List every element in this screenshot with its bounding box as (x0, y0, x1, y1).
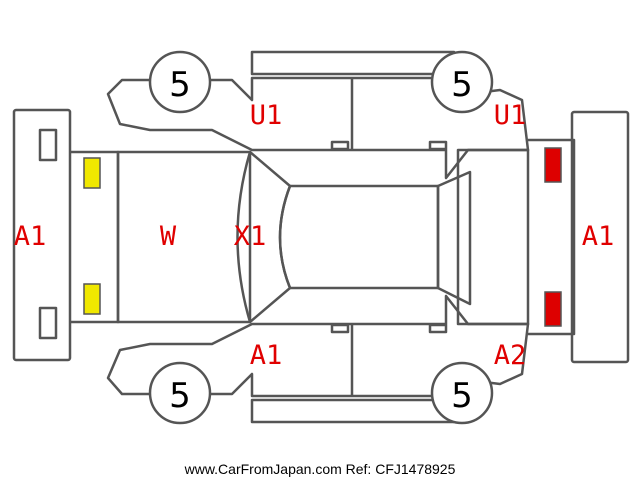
code-front-right-fender: A1 (250, 340, 283, 371)
front-right-wheel (148, 361, 212, 425)
footer-reference: www.CarFromJapan.com Ref: CFJ1478925 (184, 461, 456, 477)
code-rear-left-quarter: U1 (494, 100, 527, 131)
hood-outline (116, 150, 252, 324)
damage-codes: A1 W X1 U1 U1 A1 A2 A1 (14, 100, 615, 371)
car-outline (12, 50, 630, 425)
front-left-headlight (83, 157, 101, 189)
right-front-door-handle (330, 323, 350, 334)
tire-rear-left-value: 5 (451, 65, 473, 105)
right-rocker-outline (250, 398, 456, 424)
front-bumper-outline (12, 108, 72, 362)
front-left-bumper-slot (38, 128, 58, 162)
left-rocker-outline (250, 50, 456, 76)
lights (83, 147, 562, 327)
tire-ratings: 5 5 5 5 (169, 65, 473, 416)
code-rear-bumper: A1 (582, 221, 615, 252)
tire-front-right-value: 5 (169, 376, 191, 416)
code-hood: W (160, 221, 177, 252)
left-front-door-handle (330, 140, 350, 151)
rear-panel-outline (528, 138, 576, 336)
rear-right-taillight (544, 291, 562, 327)
code-front-bumper: A1 (14, 221, 47, 252)
tire-rear-right-value: 5 (451, 376, 473, 416)
rear-left-wheel (430, 50, 494, 114)
rear-hatch-outline (456, 148, 530, 326)
right-side-outline (106, 294, 530, 398)
code-rear-right-quarter: A2 (494, 340, 527, 371)
code-windshield: X1 (234, 221, 267, 252)
left-side-outline (106, 76, 530, 180)
rear-right-wheel (430, 361, 494, 425)
rear-bumper-outline (570, 110, 630, 364)
front-right-headlight (83, 283, 101, 315)
code-front-left-fender: U1 (250, 100, 283, 131)
front-right-bumper-slot (38, 306, 58, 340)
rear-window-outline (436, 170, 472, 306)
rear-left-taillight (544, 147, 562, 183)
front-left-wheel (148, 50, 212, 114)
left-rear-door-handle (428, 140, 448, 151)
roof-outline (278, 184, 440, 290)
right-rear-door-handle (428, 323, 448, 334)
tire-front-left-value: 5 (169, 65, 191, 105)
